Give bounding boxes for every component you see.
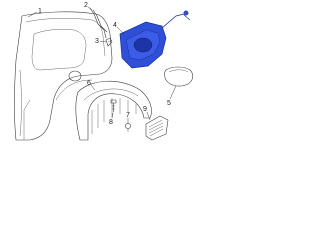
quarter-panel: [14, 11, 113, 141]
fuel-door-opening: [68, 70, 82, 82]
callout-8: 8: [109, 119, 113, 126]
callout-9: 9: [143, 106, 147, 113]
callout-5: 5: [167, 100, 171, 107]
callout-4: 4: [113, 22, 117, 29]
fuel-filler-housing: [119, 10, 191, 69]
vent-grille: [145, 115, 169, 141]
bracket: [89, 7, 108, 39]
parts-diagram: 1 2 3 4 5 6 7 8 9: [14, 2, 194, 141]
fuel-door: [164, 66, 194, 87]
callout-3: 3: [95, 38, 99, 45]
fastener-small: [125, 123, 131, 132]
wheel-house-liner: [75, 80, 152, 141]
clip: [105, 37, 113, 47]
screw: [110, 99, 117, 113]
callout-6: 6: [87, 80, 91, 87]
callout-1: 1: [38, 8, 42, 15]
callout-2: 2: [84, 2, 88, 9]
callout-7: 7: [126, 112, 130, 119]
